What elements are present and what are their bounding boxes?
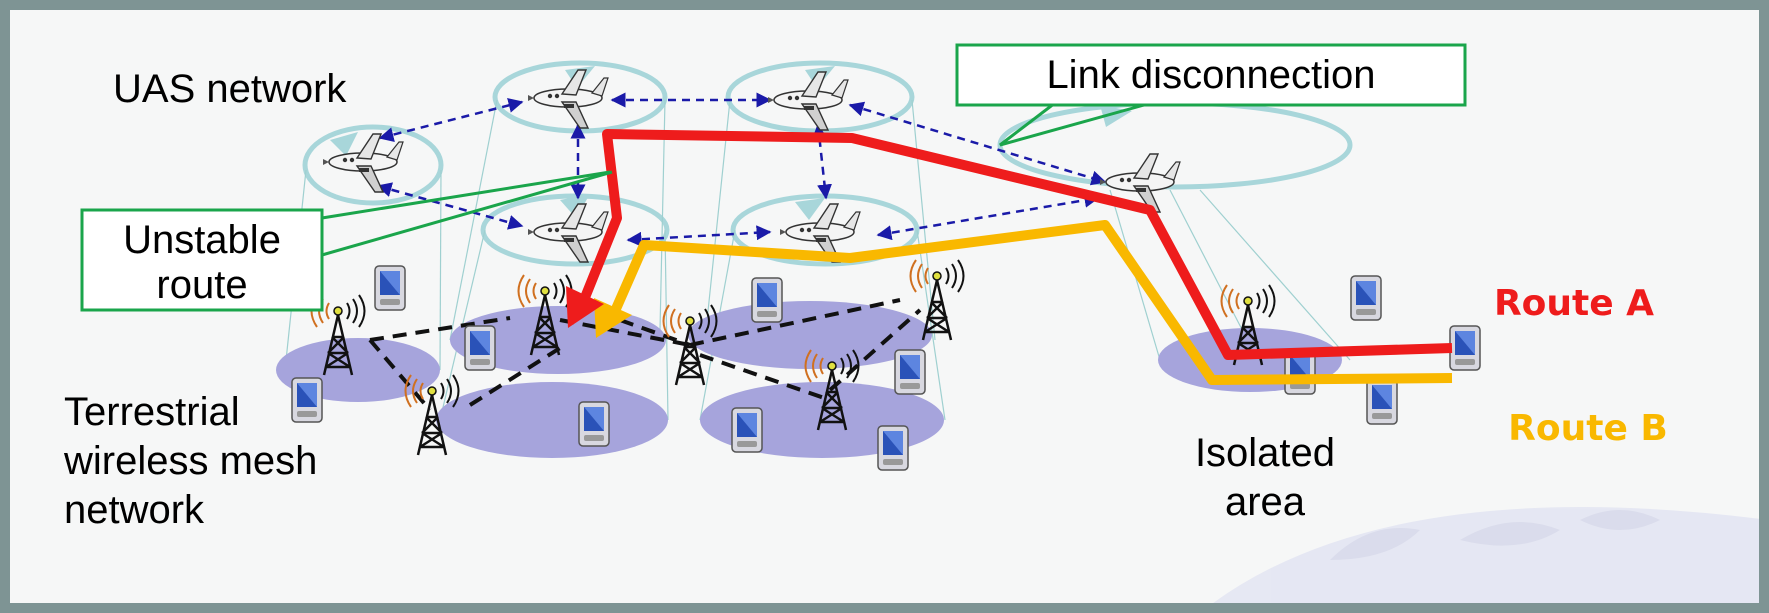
- terrestrial-label-line3: network: [64, 488, 205, 532]
- mesh-links: [368, 298, 922, 412]
- watermark-emblem: [1213, 507, 1759, 603]
- route-b-label: Route B: [1508, 408, 1668, 449]
- uav-links: [376, 92, 1107, 247]
- terrestrial-label-line1: Terrestrial: [64, 390, 240, 434]
- unstable-route-label-line1: Unstable: [123, 218, 281, 262]
- route-a-path: [566, 129, 1453, 360]
- link-disconnection-label: Link disconnection: [1046, 53, 1375, 97]
- unstable-route-label-line2: route: [156, 263, 247, 307]
- terrestrial-label-line2: wireless mesh: [63, 439, 317, 483]
- unstable-route-callout: Unstable route: [80, 208, 324, 312]
- route-a-label: Route A: [1494, 283, 1654, 324]
- route-b-path: [594, 220, 1453, 385]
- link-disconnection-callout: Link disconnection: [955, 43, 1467, 107]
- uas-network-label: UAS network: [113, 67, 347, 111]
- isolated-area-label-line2: area: [1225, 480, 1306, 524]
- isolated-area-label-line1: Isolated: [1195, 431, 1335, 475]
- callout-pointers: [321, 93, 1181, 257]
